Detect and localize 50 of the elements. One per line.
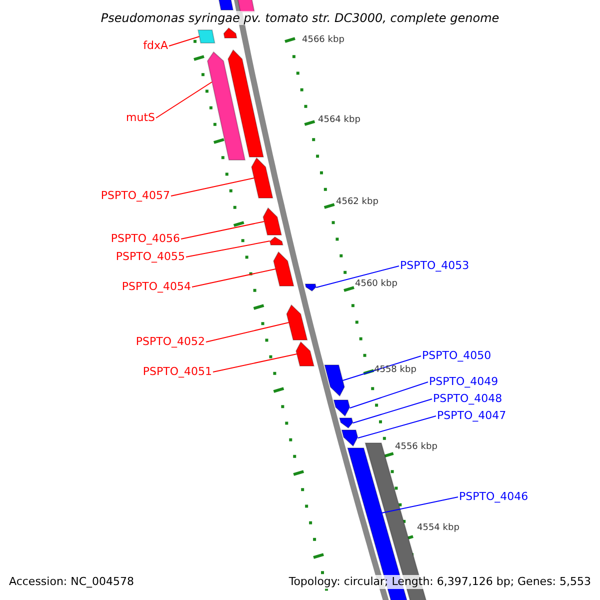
leader-line [206, 322, 290, 342]
gene-label: PSPTO_4046 [459, 490, 528, 504]
gene-label: PSPTO_4049 [429, 375, 498, 389]
gene-label: PSPTO_4056 [110, 232, 180, 246]
gene-label: PSPTO_4048 [433, 392, 502, 406]
leader-line [381, 496, 458, 514]
leader-line [168, 36, 200, 46]
gene-label: PSPTO_4057 [100, 189, 170, 203]
leader-line [357, 416, 436, 438]
scale-label: 4556 kbp [395, 441, 438, 454]
scale-label: 4554 kbp [417, 522, 460, 535]
gene-feature [304, 284, 317, 292]
leader-line [170, 178, 255, 196]
gene-label: PSPTO_4052 [136, 335, 205, 349]
scale-label: 4560 kbp [355, 278, 398, 291]
leader-line [180, 221, 265, 240]
gene-block [198, 30, 216, 44]
scale-label: 4558 kbp [374, 364, 416, 377]
leader-line [349, 382, 428, 408]
accession-text: Accession: NC_004578 [9, 575, 134, 589]
gene-feature [223, 27, 238, 38]
leader-line [316, 266, 400, 288]
gene-label: PSPTO_4050 [422, 349, 492, 363]
gene-feature [324, 364, 345, 397]
gene-label: PSPTO_4054 [122, 280, 191, 294]
leader-line [212, 354, 298, 372]
gene-feature [273, 251, 294, 286]
gene-feature [206, 51, 246, 160]
leader-line [342, 356, 422, 381]
leader-line [186, 240, 270, 258]
gene-label: fdxA [143, 39, 168, 53]
scale-label: 4566 kbp [302, 34, 344, 47]
gene-feature [296, 341, 315, 366]
genome-info-text: Topology: circular; Length: 6,397,126 bp; Genes: 5,553 [288, 575, 591, 589]
gene-label: PSPTO_4047 [437, 409, 506, 423]
gene-feature [286, 304, 308, 340]
gene-label: mutS [126, 111, 155, 125]
scale-label: 4564 kbp [318, 114, 360, 127]
gene-feature [251, 157, 274, 198]
gene-label: PSPTO_4051 [142, 365, 212, 379]
gene-feature [341, 430, 358, 447]
leader-line [352, 398, 432, 424]
gene-label: PSPTO_4055 [116, 250, 185, 264]
scale-label: 4562 kbp [336, 196, 378, 209]
gene-feature [338, 418, 354, 429]
leader-line [192, 268, 276, 288]
gene-feature [228, 49, 264, 158]
gene-label: PSPTO_4053 [400, 259, 470, 273]
gene-feature [333, 400, 350, 417]
leader-line [156, 82, 212, 118]
